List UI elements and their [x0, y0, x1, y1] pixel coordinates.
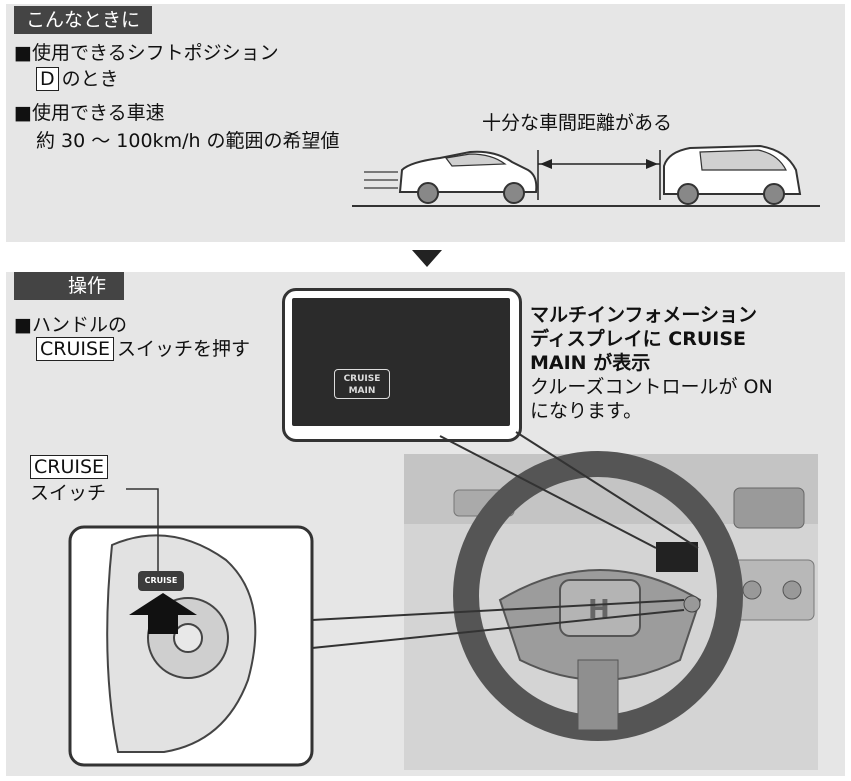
shift-position-box: D: [36, 67, 59, 91]
cruise-button-label-box: CRUISE: [36, 337, 115, 361]
multi-information-display: [292, 298, 510, 426]
speed-range: 約 30 ～ 100km/h の範囲の希望値: [36, 130, 340, 152]
callout-line-2: ディスプレイに CRUISE: [530, 328, 747, 350]
switch-label: スイッチ: [30, 482, 107, 504]
speed-heading: ■使用できる車速: [14, 102, 165, 124]
operation-tag: 操作: [14, 272, 125, 300]
callout-line-5: になります。: [530, 400, 643, 422]
cruise-switch-button[interactable]: CRUISE: [138, 571, 184, 591]
callout-line-1: マルチインフォメーション: [530, 304, 758, 326]
condition-tag: こんなときに: [14, 6, 153, 34]
callout-line-4: クルーズコントロールが ON: [530, 376, 773, 398]
step-line1: ■ハンドルの: [14, 314, 127, 336]
switch-label-box: CRUISE: [30, 454, 111, 480]
distance-label: 十分な車間距離がある: [482, 112, 673, 134]
shift-heading: ■使用できるシフトポジション: [14, 42, 279, 64]
callout-line-3: MAIN が表示: [530, 352, 651, 374]
cruise-main-indicator: CRUISE MAIN: [334, 369, 390, 399]
